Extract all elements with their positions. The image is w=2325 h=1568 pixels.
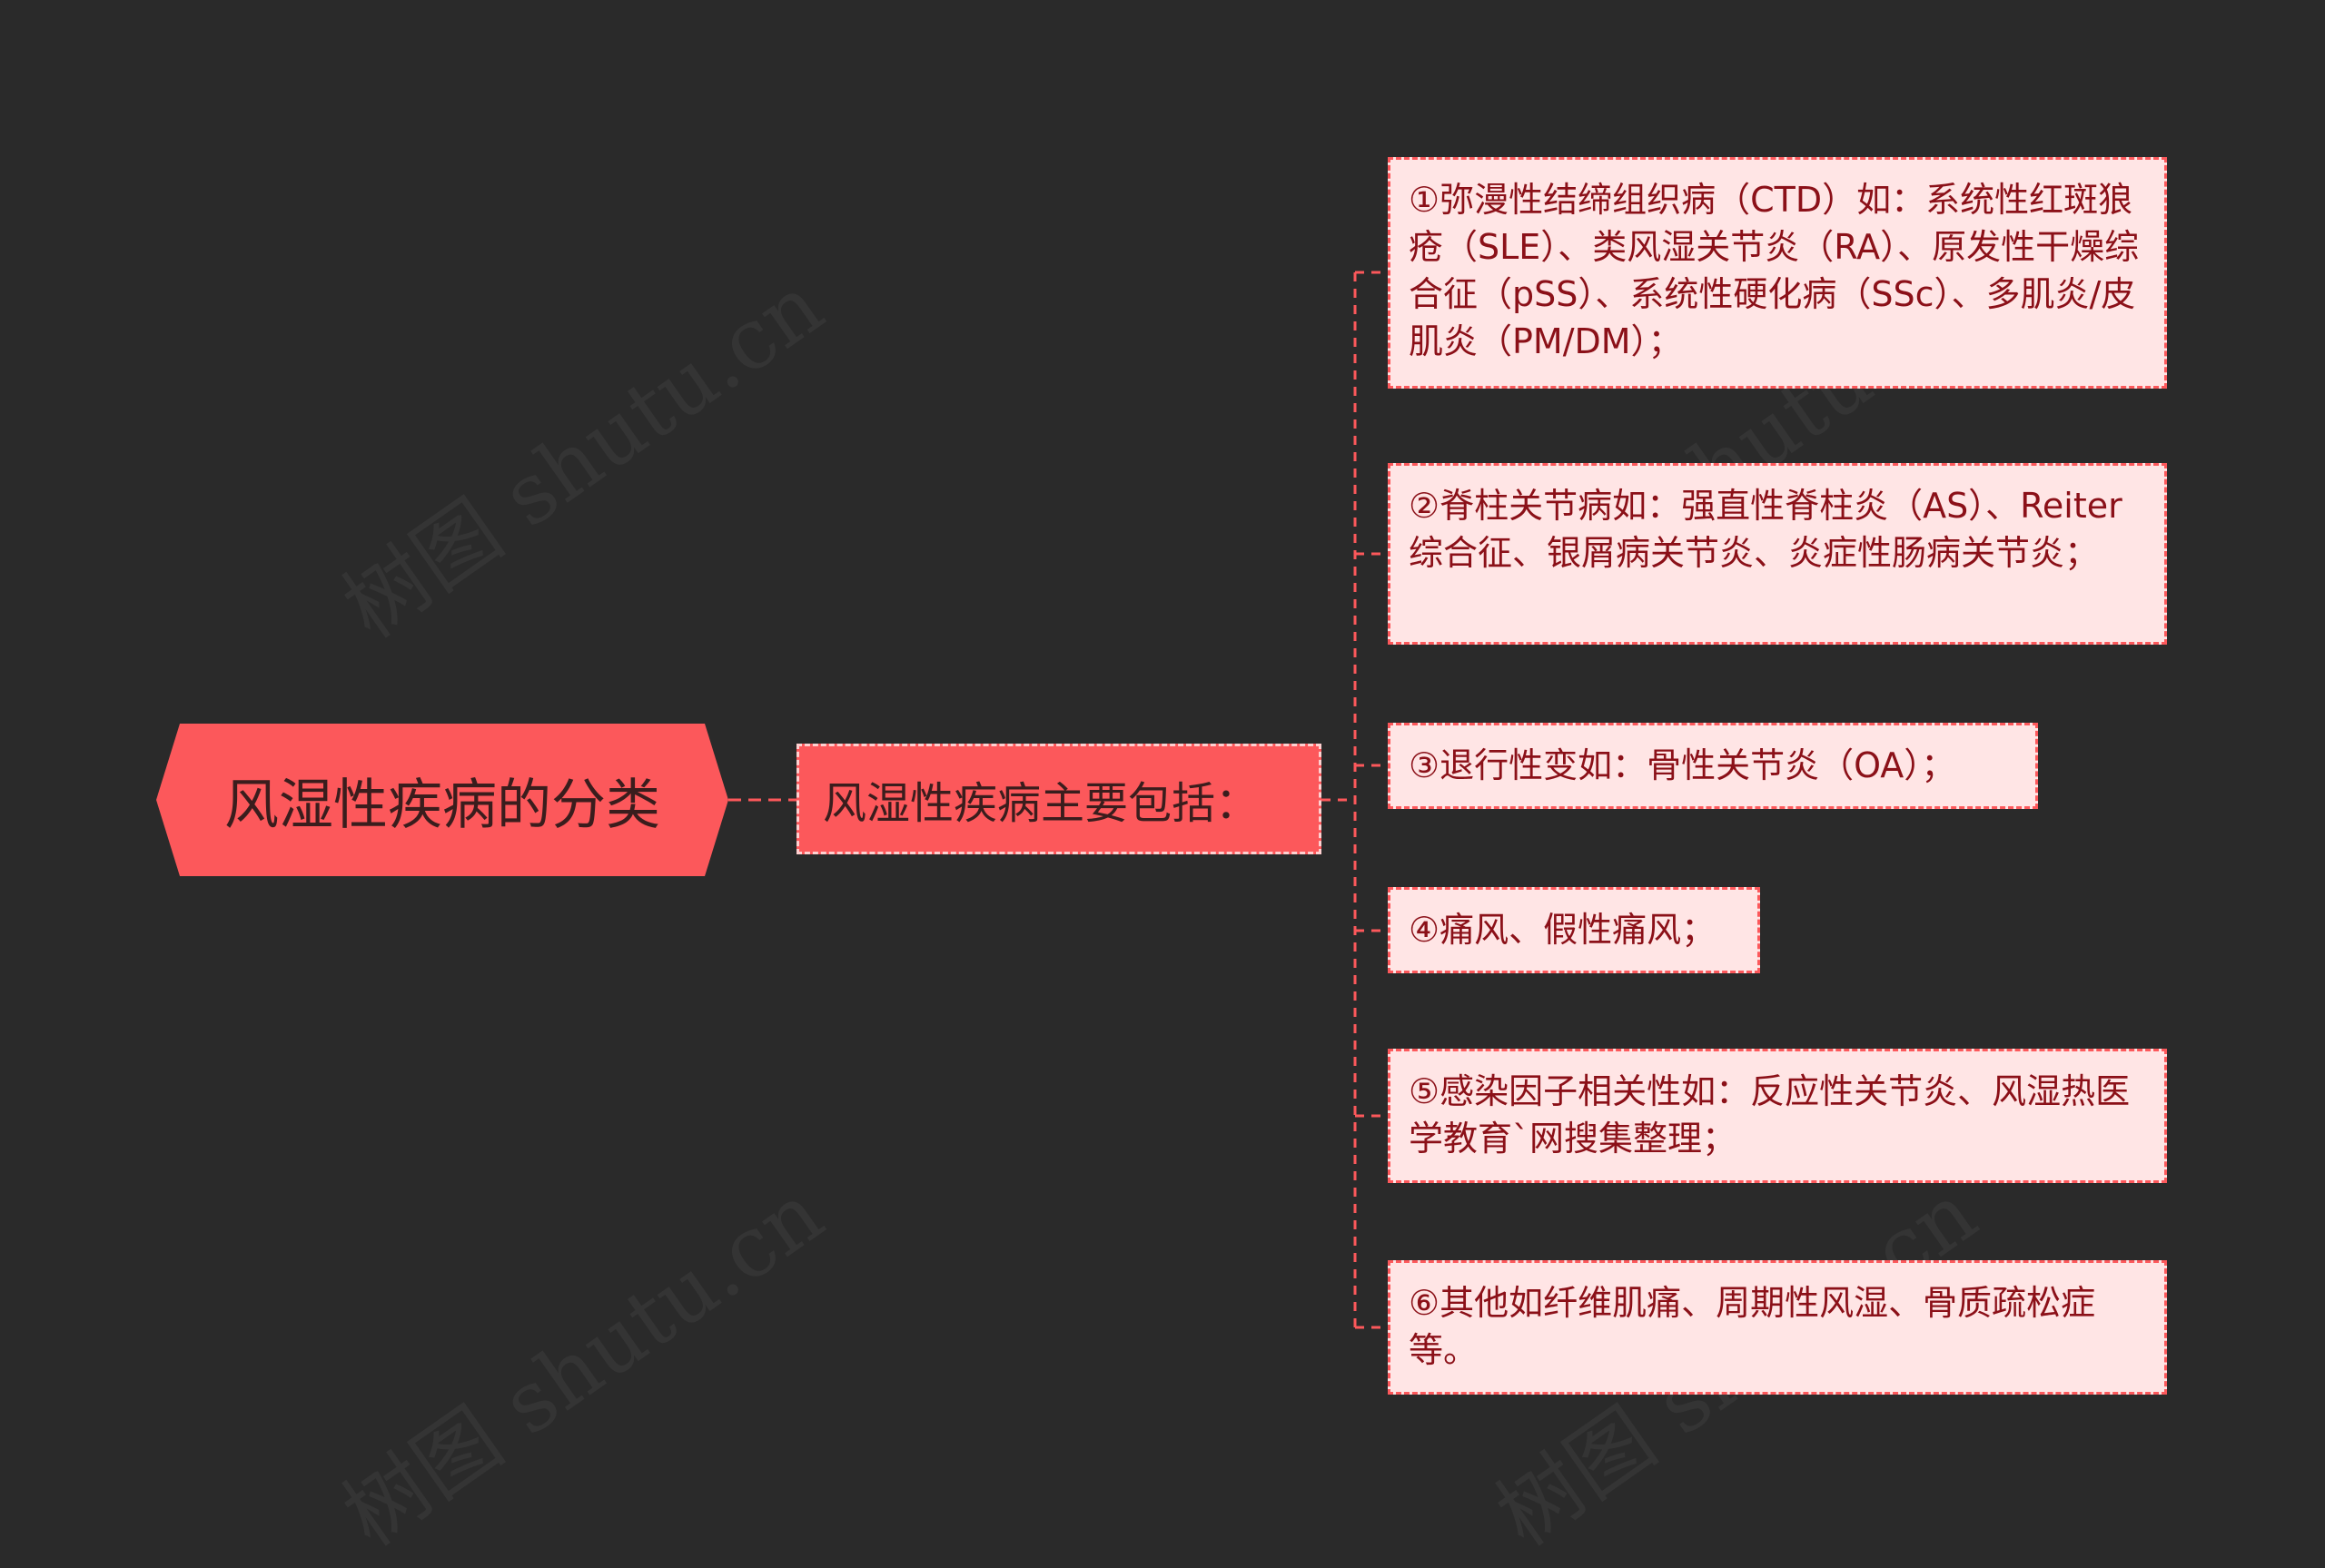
leaf-node-2[interactable]: ②脊柱关节病如：强直性脊柱炎（AS）、Reiter综合征、银屑病关节炎、炎症性肠… xyxy=(1388,463,2167,645)
leaf-node-3[interactable]: ③退行性变如：骨性关节炎（OA）； xyxy=(1388,723,2038,809)
branch-topic-node[interactable]: 风湿性疾病主要包括： xyxy=(796,744,1321,854)
leaf-node-5[interactable]: ⑤感染因子相关性如：反应性关节炎、风湿热医学教育`网搜集整理； xyxy=(1388,1049,2167,1183)
leaf-node-6[interactable]: ⑥其他如纤维肌痛、周期性风湿、骨质疏松症等。 xyxy=(1388,1260,2167,1395)
root-topic-label: 风湿性疾病的分类 xyxy=(224,773,660,837)
leaf-node-4[interactable]: ④痛风、假性痛风； xyxy=(1388,887,1760,973)
root-topic-node[interactable]: 风湿性疾病的分类 xyxy=(156,724,728,876)
leaf-node-1[interactable]: ①弥漫性结缔组织病（CTD）如：系统性红斑狼疮（SLE）、类风湿关节炎（RA）、… xyxy=(1388,157,2167,389)
branch-topic-label: 风湿性疾病主要包括： xyxy=(823,778,1260,829)
